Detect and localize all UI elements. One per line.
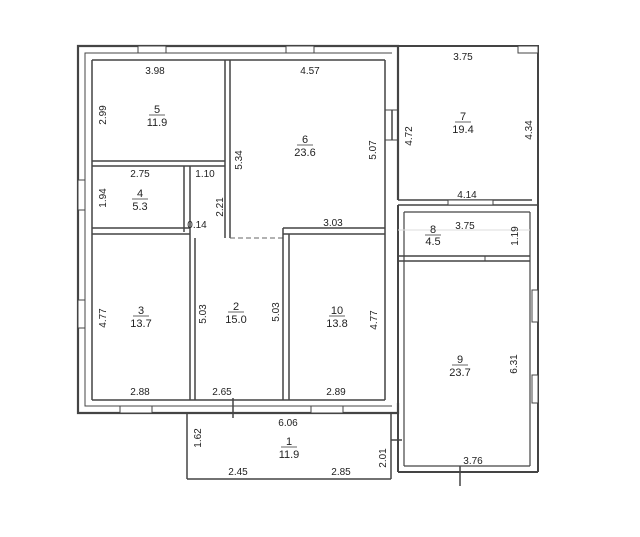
room-3-label: 3 13.7 <box>130 305 151 330</box>
dimension-label: 6.31 <box>509 354 520 374</box>
dimension-label: 3.75 <box>453 52 473 63</box>
room-area: 23.7 <box>449 367 470 379</box>
room-number: 6 <box>302 134 308 146</box>
dimension-label: 3.76 <box>463 456 483 467</box>
room-8-label: 8 4.5 <box>425 224 441 248</box>
room-5-label: 5 11.9 <box>147 104 168 129</box>
dimension-label: 1.94 <box>98 188 109 208</box>
room-number: 1 <box>286 436 292 448</box>
room-area: 11.9 <box>279 449 300 461</box>
dimension-label: 6.06 <box>278 418 298 429</box>
dimension-label: 5.03 <box>271 302 282 322</box>
room-area: 19.4 <box>452 124 473 136</box>
dimension-label: 4.14 <box>457 190 477 201</box>
dimension-label: 0.14 <box>187 220 207 231</box>
dimension-label: 3.98 <box>145 66 165 77</box>
room-number: 8 <box>430 224 436 236</box>
room-area: 4.5 <box>425 236 440 248</box>
dimension-label: 1.62 <box>193 428 204 448</box>
room-6-label: 6 23.6 <box>294 134 315 159</box>
room-area: 15.0 <box>225 314 246 326</box>
room-4-label: 4 5.3 <box>132 188 148 213</box>
room-labels: 1 11.9 2 15.0 3 13.7 4 5.3 5 11.9 6 23.6 <box>130 104 473 461</box>
room-area: 11.9 <box>147 117 168 129</box>
walls <box>76 44 539 480</box>
room-1-label: 1 11.9 <box>279 436 300 461</box>
room-area: 5.3 <box>132 201 147 213</box>
room-9-label: 9 23.7 <box>449 354 470 379</box>
room-10-label: 10 13.8 <box>326 305 347 330</box>
dimension-label: 2.85 <box>331 467 351 478</box>
dimension-label: 4.34 <box>524 120 535 140</box>
dimension-label: 2.45 <box>228 467 248 478</box>
dimension-label: 5.03 <box>198 304 209 324</box>
dimension-labels: 3.98 2.99 4.57 5.34 5.07 3.75 4.72 4.34 … <box>98 52 535 478</box>
dimension-label: 1.10 <box>195 169 215 180</box>
room-number: 7 <box>460 111 466 123</box>
dimension-label: 3.03 <box>323 218 343 229</box>
dimension-label: 4.57 <box>300 66 320 77</box>
dimension-label: 4.77 <box>369 310 380 330</box>
room-area: 23.6 <box>294 147 315 159</box>
dimension-label: 2.89 <box>326 387 346 398</box>
room-7-label: 7 19.4 <box>452 111 473 136</box>
openings <box>77 45 539 486</box>
room-area: 13.7 <box>130 318 151 330</box>
dimension-label: 2.21 <box>215 197 226 217</box>
room-number: 10 <box>331 305 343 317</box>
dimension-label: 5.07 <box>368 140 379 160</box>
dimension-label: 4.77 <box>98 308 109 328</box>
room-number: 4 <box>137 188 143 200</box>
room-area: 13.8 <box>326 318 347 330</box>
dimension-label: 2.88 <box>130 387 150 398</box>
room-number: 9 <box>457 354 463 366</box>
dimension-label: 2.99 <box>98 105 109 125</box>
room-number: 2 <box>233 301 239 313</box>
room-number: 5 <box>154 104 160 116</box>
dimension-label: 2.65 <box>212 387 232 398</box>
dimension-label: 5.34 <box>234 150 245 170</box>
room-number: 3 <box>138 305 144 317</box>
dimension-label: 4.72 <box>404 126 415 146</box>
room-2-label: 2 15.0 <box>225 301 246 326</box>
dimension-label: 2.75 <box>130 169 150 180</box>
dimension-label: 2.01 <box>378 448 389 468</box>
dimension-label: 1.19 <box>510 226 521 246</box>
dimension-label: 3.75 <box>455 221 475 232</box>
